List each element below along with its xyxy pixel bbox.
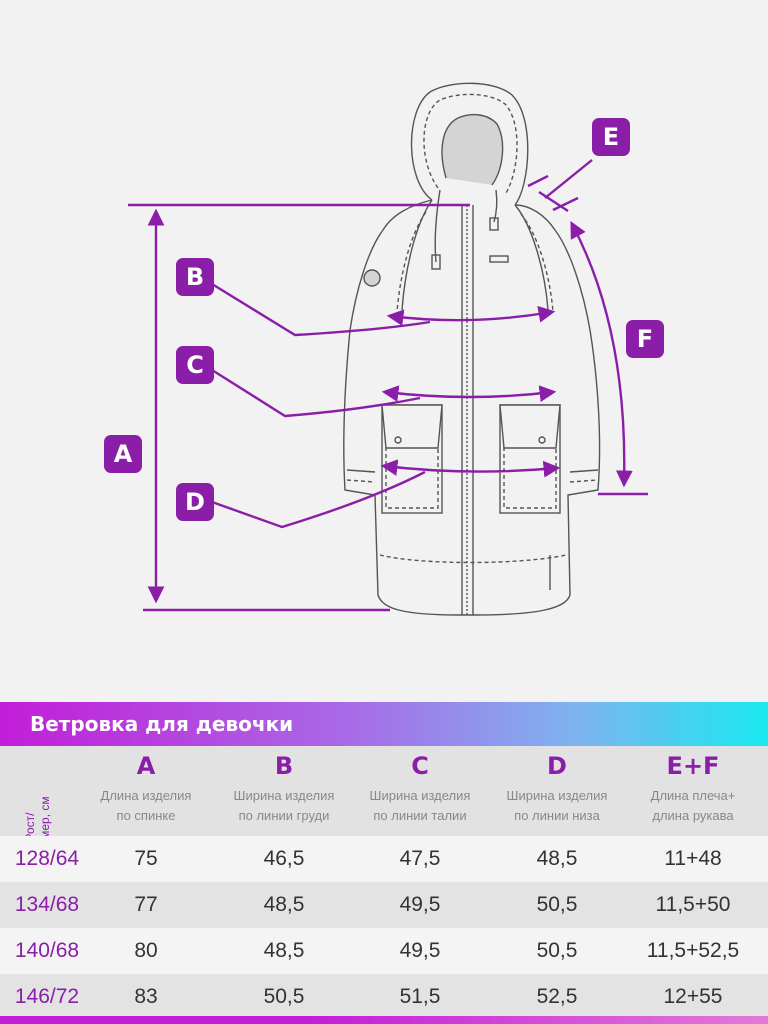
col-letter-c: C [411,752,429,780]
col-desc-c: Ширина изделия по линии талии [369,788,471,823]
col-head-c: C Ширина изделия по линии талии [352,752,488,826]
measure-d-line [380,459,561,478]
cell-c: 49,5 [399,939,441,962]
table-row: 140/68 80 48,5 49,5 50,5 11,5+52,5 [0,928,768,974]
col-desc-b: Ширина изделия по линии груди [233,788,335,823]
measurement-lines [128,159,648,612]
col-head-a: A Длина изделия по спинке [78,752,214,826]
measure-f-line [570,221,633,488]
col-letter-b: B [274,752,294,780]
measure-c-line [381,385,557,402]
measure-d-leader [211,470,426,529]
cell-size: 128/64 [14,847,80,870]
cell-size: 146/72 [14,985,80,1008]
table-title-banner: Ветровка для девочки [0,702,768,746]
label-e: E [592,118,630,156]
cell-b: 48,5 [263,939,305,962]
label-f: F [626,320,664,358]
cell-a: 77 [134,893,158,916]
cell-ef: 11+48 [664,847,722,870]
cell-b: 48,5 [263,893,305,916]
cell-c: 51,5 [399,985,441,1008]
measure-e-tick-1 [527,174,549,188]
cell-a: 80 [134,939,158,962]
cell-ef: 11,5+52,5 [646,939,740,962]
label-d: D [176,483,214,521]
cell-d: 50,5 [536,939,578,962]
col-desc-a: Длина изделия по спинке [100,788,192,823]
col-letter-ef: E+F [666,752,720,780]
col-head-d: D Ширина изделия по линии низа [489,752,625,826]
col-desc-ef: Длина плеча+ длина рукава [650,788,736,823]
measure-e-tick-2 [552,196,579,212]
cell-d: 52,5 [536,985,578,1008]
col-head-ef: E+F Длина плеча+ длина рукава [625,752,761,826]
measure-e-leader [544,159,593,199]
cell-c: 49,5 [399,893,441,916]
label-a: A [104,435,142,473]
label-b: B [176,258,214,296]
bottom-accent-bar [0,1016,768,1024]
col-letter-a: A [136,752,156,780]
table-row: 146/72 83 50,5 51,5 52,5 12+55 [0,974,768,1020]
measure-b-line [386,305,556,327]
table-row: 134/68 77 48,5 49,5 50,5 11,5+50 [0,882,768,928]
cell-size: 134/68 [14,893,80,916]
cell-a: 75 [134,847,158,870]
measure-b-leader [211,282,431,337]
cell-a: 83 [134,985,158,1008]
size-header-cell: Рост/ размер, см [8,748,68,857]
table-title: Ветровка для девочки [30,712,294,736]
cell-size: 140/68 [14,939,80,962]
col-head-b: B Ширина изделия по линии груди [216,752,352,826]
cell-b: 50,5 [263,985,305,1008]
measure-c-leader [211,368,421,418]
table-header [0,746,768,836]
cell-d: 50,5 [536,893,578,916]
col-desc-d: Ширина изделия по линии низа [506,788,608,823]
cell-b: 46,5 [263,847,305,870]
table-row: 128/64 75 46,5 47,5 48,5 11+48 [0,836,768,882]
cell-ef: 11,5+50 [655,893,731,916]
col-letter-d: D [547,752,567,780]
garment-diagram [128,82,648,616]
measure-e-line [538,190,569,213]
cell-ef: 12+55 [663,985,723,1008]
jacket-drawing [343,82,601,616]
cell-d: 48,5 [536,847,578,870]
label-c: C [176,346,214,384]
cell-c: 47,5 [399,847,441,870]
